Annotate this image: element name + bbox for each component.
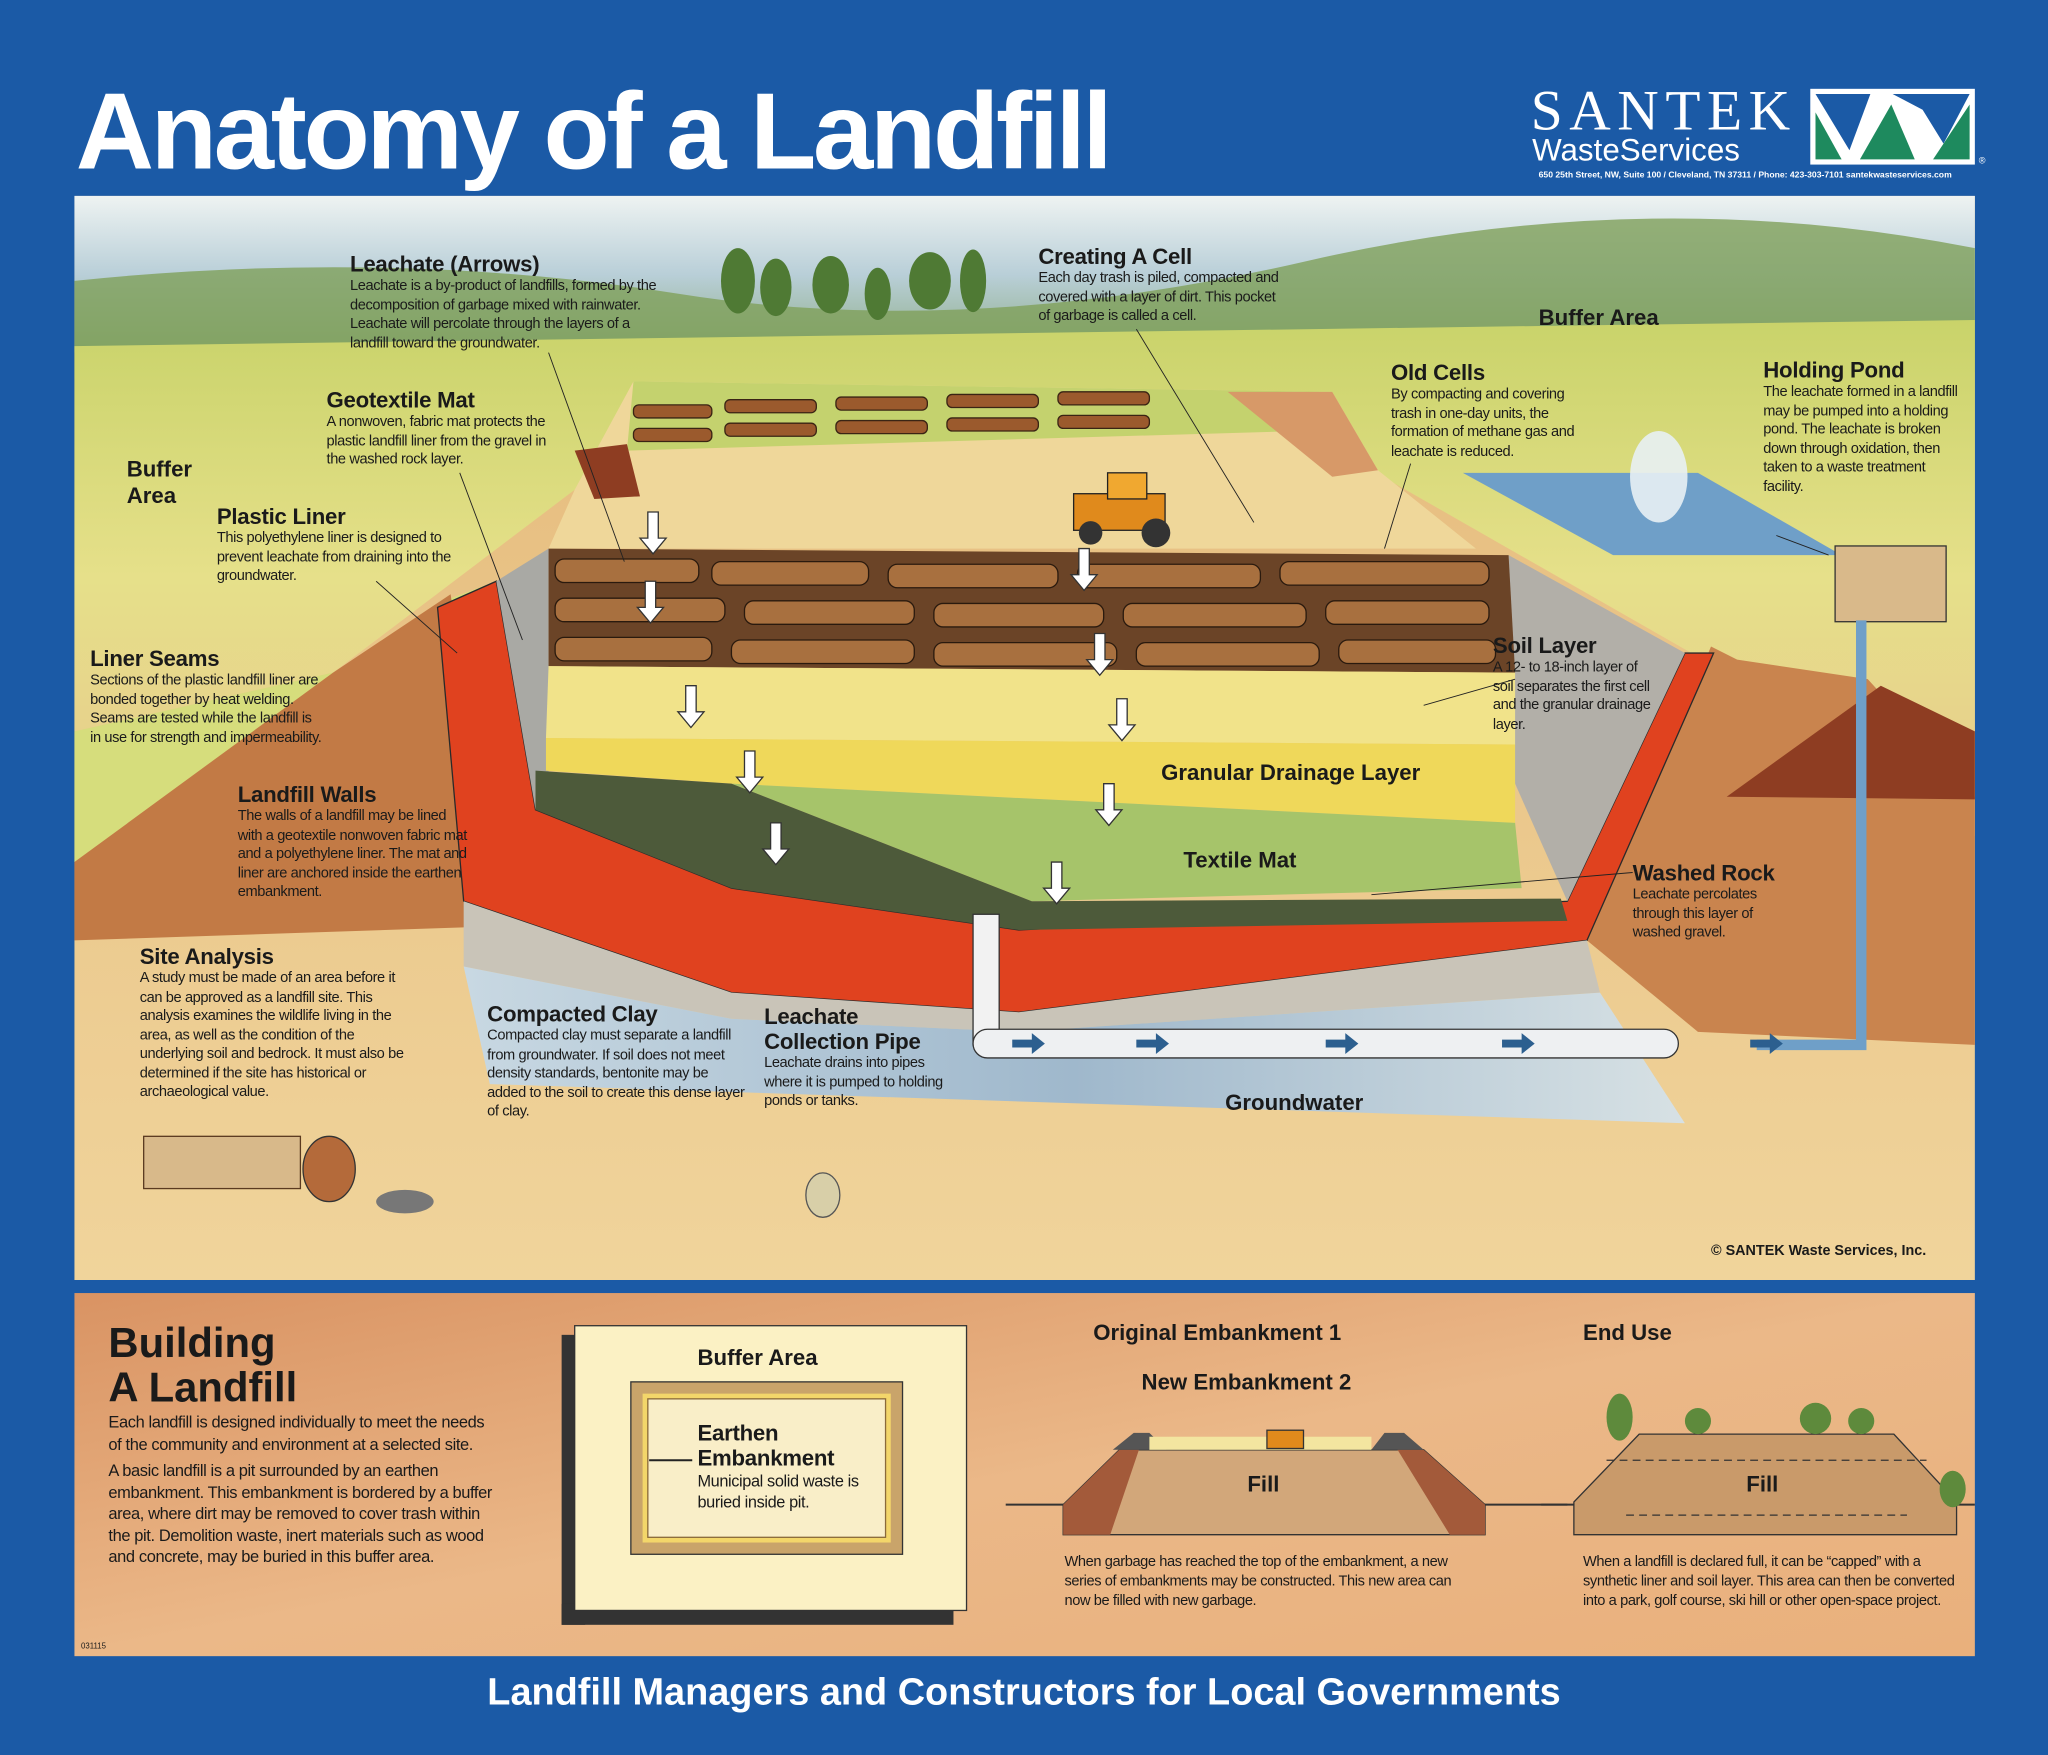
- label-liner-seams: Liner Seams Sections of the plastic land…: [90, 647, 325, 748]
- expansion-diagram: [1005, 1429, 1568, 1536]
- artifacts: [143, 1135, 841, 1218]
- body: A study must be made of an area before i…: [139, 970, 404, 1100]
- plan-embankment: Earthen Embankment Municipal solid waste…: [697, 1421, 860, 1512]
- body: A 12- to 18-inch layer of soil separates…: [1492, 659, 1651, 733]
- body: Municipal solid waste is buried inside p…: [697, 1471, 859, 1512]
- end-use-heading: End Use: [1583, 1320, 1672, 1346]
- logo-subtitle: WasteServices: [1532, 133, 1740, 169]
- building-para-2: A basic landfill is a pit surrounded by …: [108, 1461, 492, 1567]
- body: A nonwoven, fabric mat protects the plas…: [326, 414, 547, 468]
- body: Sections of the plastic landfill liner a…: [90, 672, 322, 746]
- leachate-arrows: [635, 511, 1137, 905]
- body: Leachate is a by-product of landfills, f…: [350, 278, 657, 351]
- body: This polyethylene liner is designed to p…: [216, 530, 451, 584]
- label-site-analysis: Site Analysis A study must be made of an…: [140, 944, 421, 1101]
- flow-arrows: [1012, 1033, 1783, 1055]
- label-holding-pond: Holding Pond The leachate formed in a la…: [1763, 358, 1965, 496]
- copyright: © SANTEK Waste Services, Inc.: [1711, 1243, 1927, 1260]
- heading: Leachate Collection Pipe: [764, 1004, 921, 1055]
- expansion-caption: When garbage has reached the top of the …: [1064, 1554, 1452, 1610]
- registered-mark: ®: [1978, 156, 1986, 166]
- print-code: 031115: [80, 1643, 106, 1651]
- body: By compacting and covering trash in one-…: [1391, 386, 1575, 460]
- label-plastic-liner: Plastic Liner This polyethylene liner is…: [217, 504, 452, 586]
- heading: Plastic Liner: [216, 504, 346, 529]
- body: The walls of a landfill may be lined wit…: [237, 808, 468, 900]
- company-address: 650 25th Street, NW, Suite 100 / Clevela…: [1538, 171, 1952, 181]
- heading: Earthen Embankment: [697, 1421, 835, 1471]
- heading: Compacted Clay: [487, 1001, 658, 1027]
- bulldozer: [1072, 472, 1171, 548]
- label-buffer-area-top: Buffer Area: [1538, 305, 1659, 331]
- building-section: Building A Landfill Each landfill is des…: [108, 1320, 500, 1568]
- label-textile-mat: Textile Mat: [1183, 847, 1297, 873]
- heading: Holding Pond: [1763, 357, 1905, 383]
- building-heading-1: Building: [108, 1319, 276, 1367]
- heading: Washed Rock: [1632, 860, 1775, 886]
- label-compacted-clay: Compacted Clay Compacted clay must separ…: [487, 1002, 748, 1122]
- heading: Site Analysis: [139, 944, 274, 970]
- label-old-cells: Old Cells By compacting and covering tra…: [1391, 360, 1587, 461]
- heading: Liner Seams: [90, 646, 220, 672]
- fill-label-left: Fill: [1247, 1471, 1280, 1497]
- end-use-caption: When a landfill is declared full, it can…: [1583, 1554, 1955, 1610]
- body: Compacted clay must separate a landfill …: [487, 1027, 745, 1120]
- logo-brand: SANTEK: [1530, 78, 1797, 143]
- heading: Geotextile Mat: [326, 387, 475, 413]
- fill-label-right: Fill: [1746, 1471, 1779, 1497]
- body: The leachate formed in a landfill may be…: [1763, 383, 1958, 495]
- label-washed-rock: Washed Rock Leachate percolates through …: [1633, 861, 1777, 943]
- footer-tagline: Landfill Managers and Constructors for L…: [487, 1671, 1561, 1714]
- label-buffer-area-left: Buffer Area: [126, 457, 193, 509]
- new-embankment-label: New Embankment 2: [1141, 1370, 1352, 1395]
- body: Each day trash is piled, compacted and c…: [1038, 270, 1279, 324]
- heading: Soil Layer: [1492, 633, 1597, 659]
- heading: Old Cells: [1391, 360, 1485, 386]
- label-collection-pipe: Leachate Collection Pipe Leachate drains…: [764, 1004, 947, 1110]
- label-soil-layer: Soil Layer A 12- to 18-inch layer of soi…: [1493, 633, 1656, 734]
- plan-view: [561, 1325, 968, 1625]
- building-heading-2: A Landfill: [108, 1363, 298, 1411]
- santek-logo-mark: [1810, 88, 1975, 165]
- poster-title: Anatomy of a Landfill: [75, 70, 1113, 192]
- label-creating-cell: Creating A Cell Each day trash is piled,…: [1038, 244, 1286, 326]
- building-para-1: Each landfill is designed individually t…: [108, 1413, 485, 1454]
- label-geotextile-mat: Geotextile Mat A nonwoven, fabric mat pr…: [327, 388, 549, 470]
- label-groundwater: Groundwater: [1225, 1090, 1364, 1116]
- right-embankment: [1726, 685, 1975, 800]
- heading: Leachate (Arrows): [350, 252, 540, 277]
- end-use-diagram: [1541, 1393, 1975, 1536]
- label-granular-drainage: Granular Drainage Layer: [1161, 760, 1421, 785]
- tank: [1834, 545, 1947, 623]
- body: Leachate drains into pipes where it is p…: [764, 1055, 943, 1109]
- label-landfill-walls: Landfill Walls The walls of a landfill m…: [238, 782, 473, 902]
- heading: Creating A Cell: [1038, 244, 1192, 270]
- trees: [720, 248, 987, 320]
- original-embankment-label: Original Embankment 1: [1093, 1320, 1342, 1346]
- body: Leachate percolates through this layer o…: [1632, 886, 1758, 941]
- heading: Landfill Walls: [237, 782, 377, 808]
- label-leachate-arrows: Leachate (Arrows) Leachate is a by-produ…: [350, 252, 657, 353]
- plan-buffer-label: Buffer Area: [697, 1345, 818, 1371]
